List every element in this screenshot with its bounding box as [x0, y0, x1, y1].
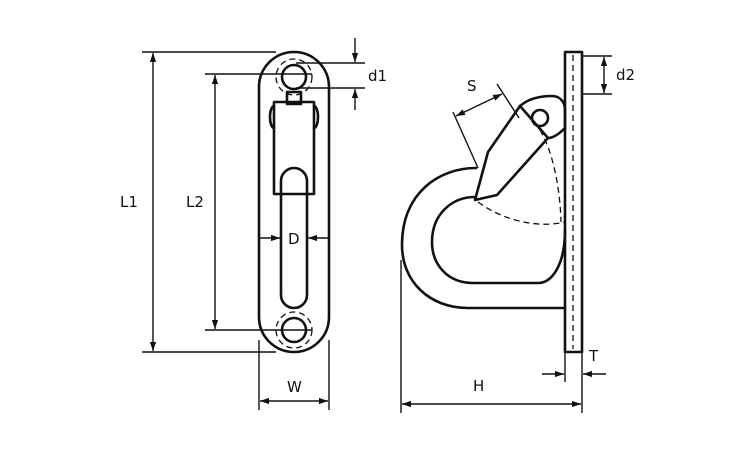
hinge-pin-right: [312, 104, 320, 130]
side-mounting-plate: [563, 50, 584, 354]
gate-open-path: [477, 201, 566, 225]
hook-gate-latch: [473, 104, 550, 202]
w-label: W: [287, 378, 302, 396]
d2-label: d2: [616, 66, 635, 84]
s-label: S: [467, 77, 477, 95]
side-view: d2 S H T: [400, 50, 635, 413]
l1-label: L1: [120, 193, 138, 211]
s-dim-line: [455, 93, 503, 117]
hook-inner-contour: [430, 195, 567, 285]
t-label: T: [588, 347, 599, 365]
hook-slot: [279, 166, 309, 310]
hook-outer-contour: [400, 166, 567, 310]
gate-open-path-2: [539, 129, 562, 223]
hinge-pin-hole: [530, 108, 550, 128]
top-hole-countersink: [275, 58, 313, 96]
l2-label: L2: [186, 193, 204, 211]
front-plate-outline: [257, 50, 331, 354]
hinge-lug: [518, 94, 567, 140]
front-view: L1 L2 d1 D W: [120, 38, 387, 410]
s-ext-left: [452, 111, 479, 169]
s-ext-right: [496, 83, 520, 119]
hinge-knuckle: [285, 90, 303, 106]
hinge-pin-left: [268, 104, 276, 130]
d-label: D: [288, 230, 300, 248]
h-label: H: [473, 377, 484, 395]
hook-body: [272, 100, 316, 196]
top-mounting-hole: [280, 63, 308, 91]
d1-label: d1: [368, 67, 387, 85]
